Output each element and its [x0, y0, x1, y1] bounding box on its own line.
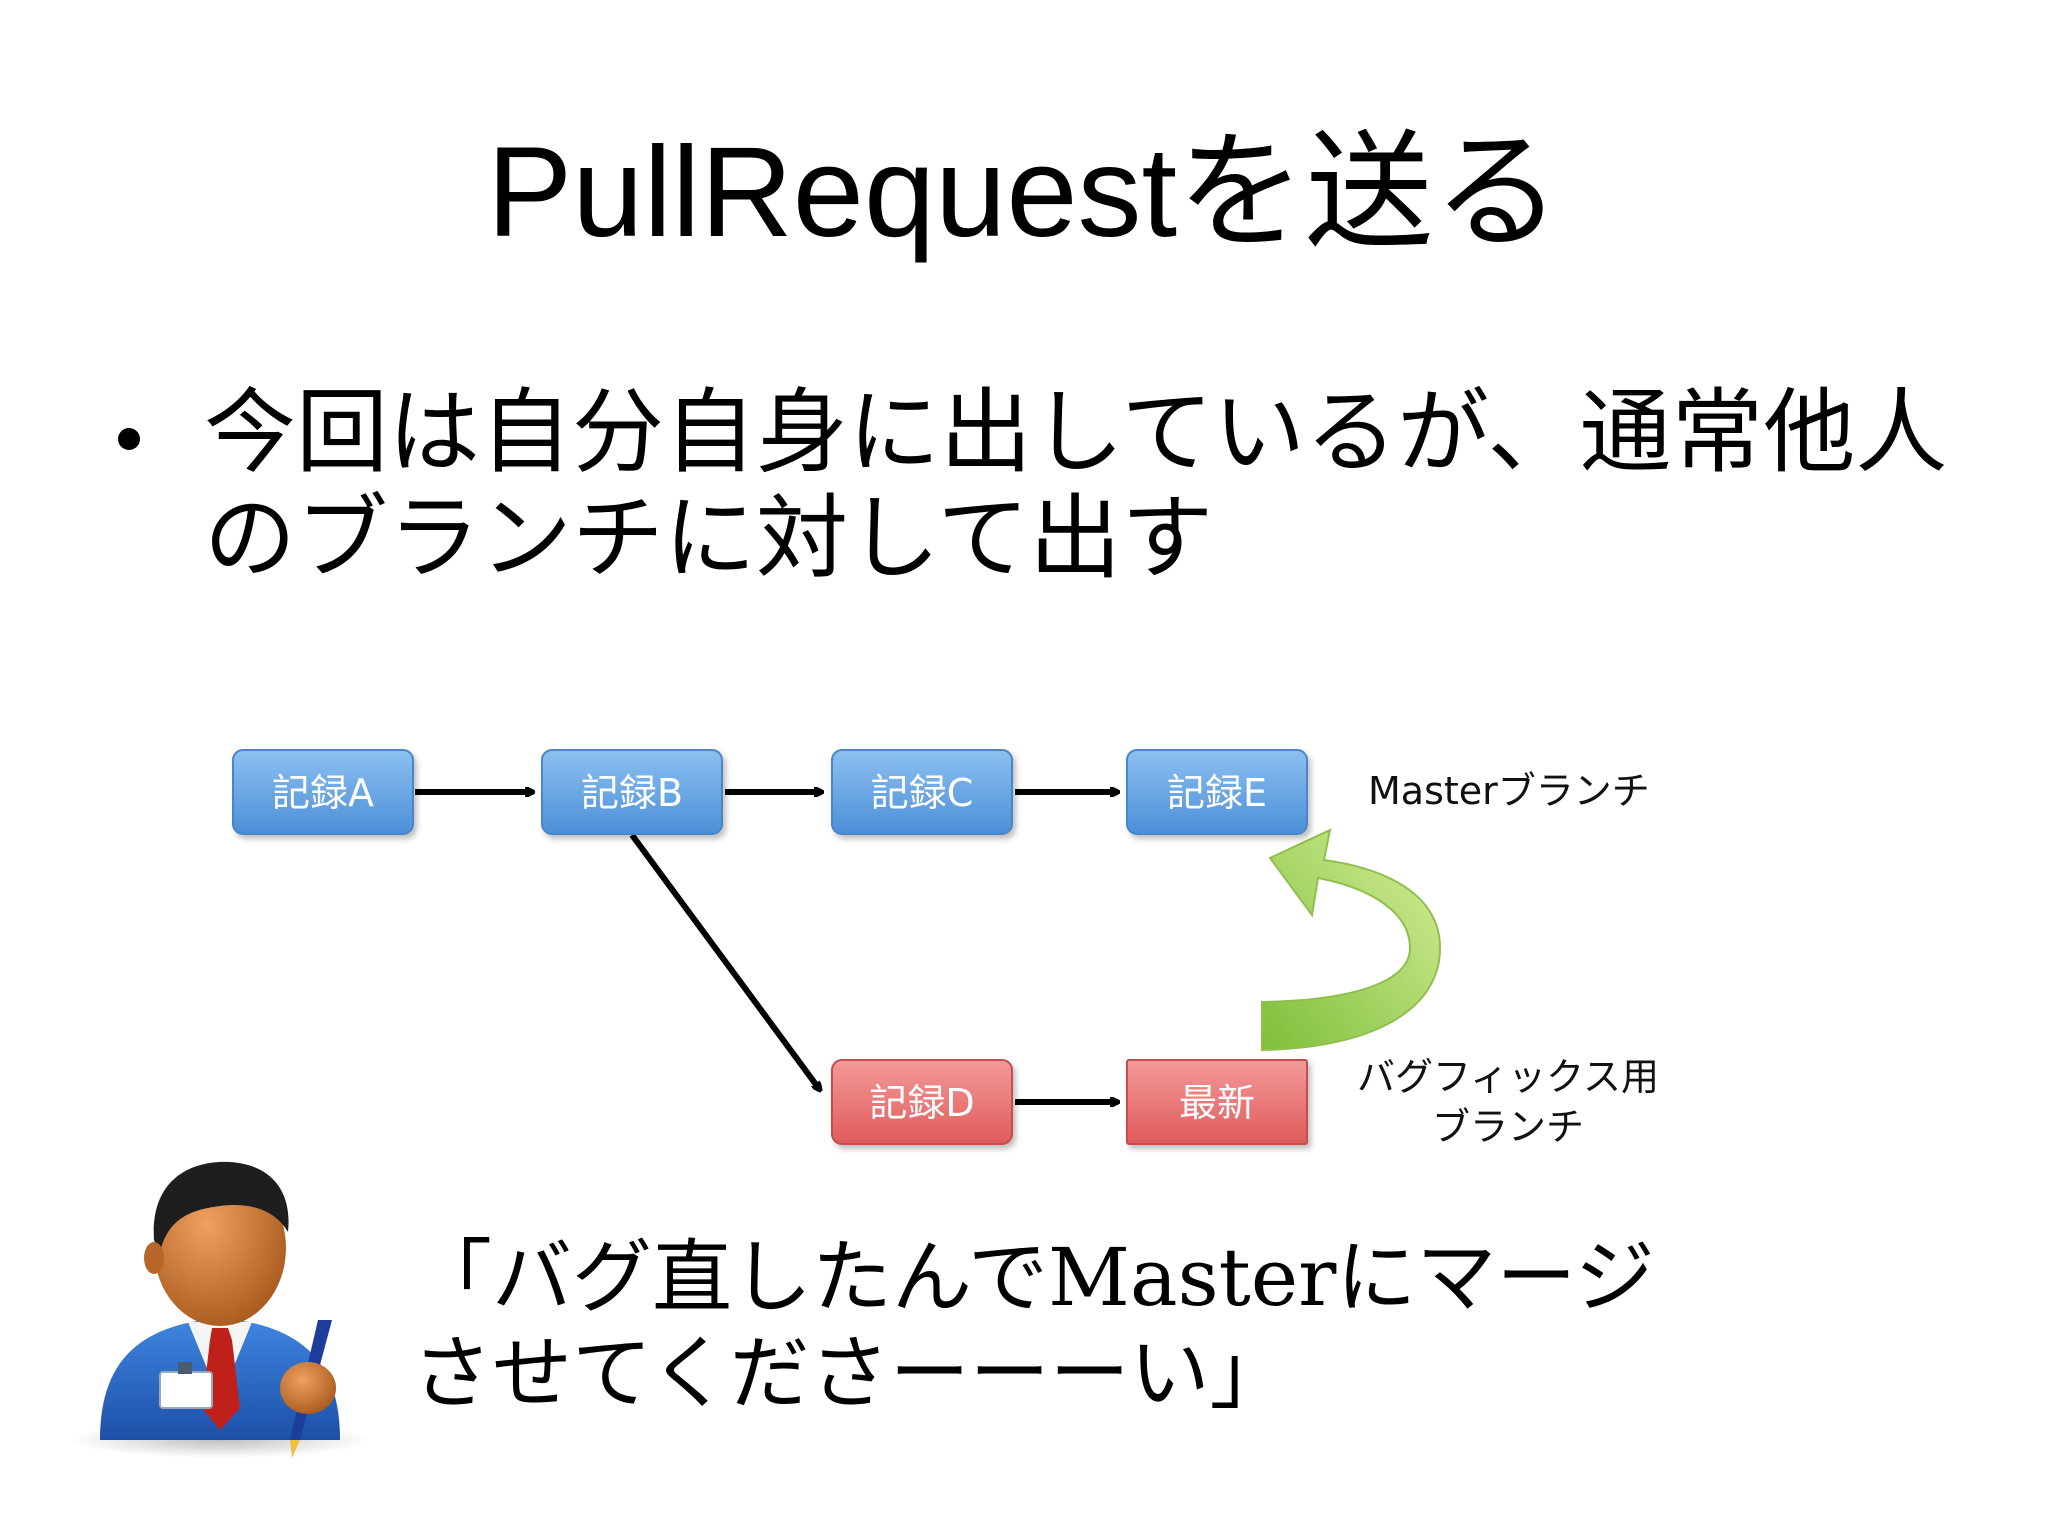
slide-title: PullRequestを送る: [486, 121, 1562, 264]
node-latest: [1126, 1059, 1308, 1145]
node-record-d-label: 記録D: [869, 1081, 974, 1125]
node-record-b-label: 記録B: [581, 771, 683, 815]
node-record-c-label: 記録C: [871, 771, 974, 815]
businessman-with-pen-icon: [70, 1161, 370, 1458]
master-branch-label: Masterブランチ: [1368, 769, 1650, 813]
quote-line-2: させてくださーーーい」: [412, 1327, 1290, 1420]
node-record-d: [831, 1059, 1013, 1145]
arrow-b-d: [629, 833, 820, 1090]
node-record-a-label: 記録A: [272, 771, 374, 815]
bugfix-branch-label-line2: ブランチ: [1432, 1105, 1584, 1149]
merge-arrow-icon: [1261, 828, 1442, 1052]
quote: 「バグ直したんでMasterにマージ させてくださーーーい」: [412, 1230, 1712, 1422]
node-record-e-label: 記録E: [1167, 771, 1267, 815]
bugfix-branch-label-line1: バグフィックス用: [1357, 1055, 1659, 1099]
node-latest-label: 最新: [1179, 1081, 1255, 1125]
node-record-b: [541, 749, 723, 835]
node-record-c: [831, 749, 1013, 835]
node-record-a: [232, 749, 414, 835]
bullet-dot: [118, 428, 140, 450]
node-record-e: [1126, 749, 1308, 835]
bullet-text: 今回は自分自身に出しているが、通常他人のブランチに対して出す: [204, 379, 1948, 592]
quote-line-1: 「バグ直したんでMasterにマージ: [412, 1231, 1655, 1324]
